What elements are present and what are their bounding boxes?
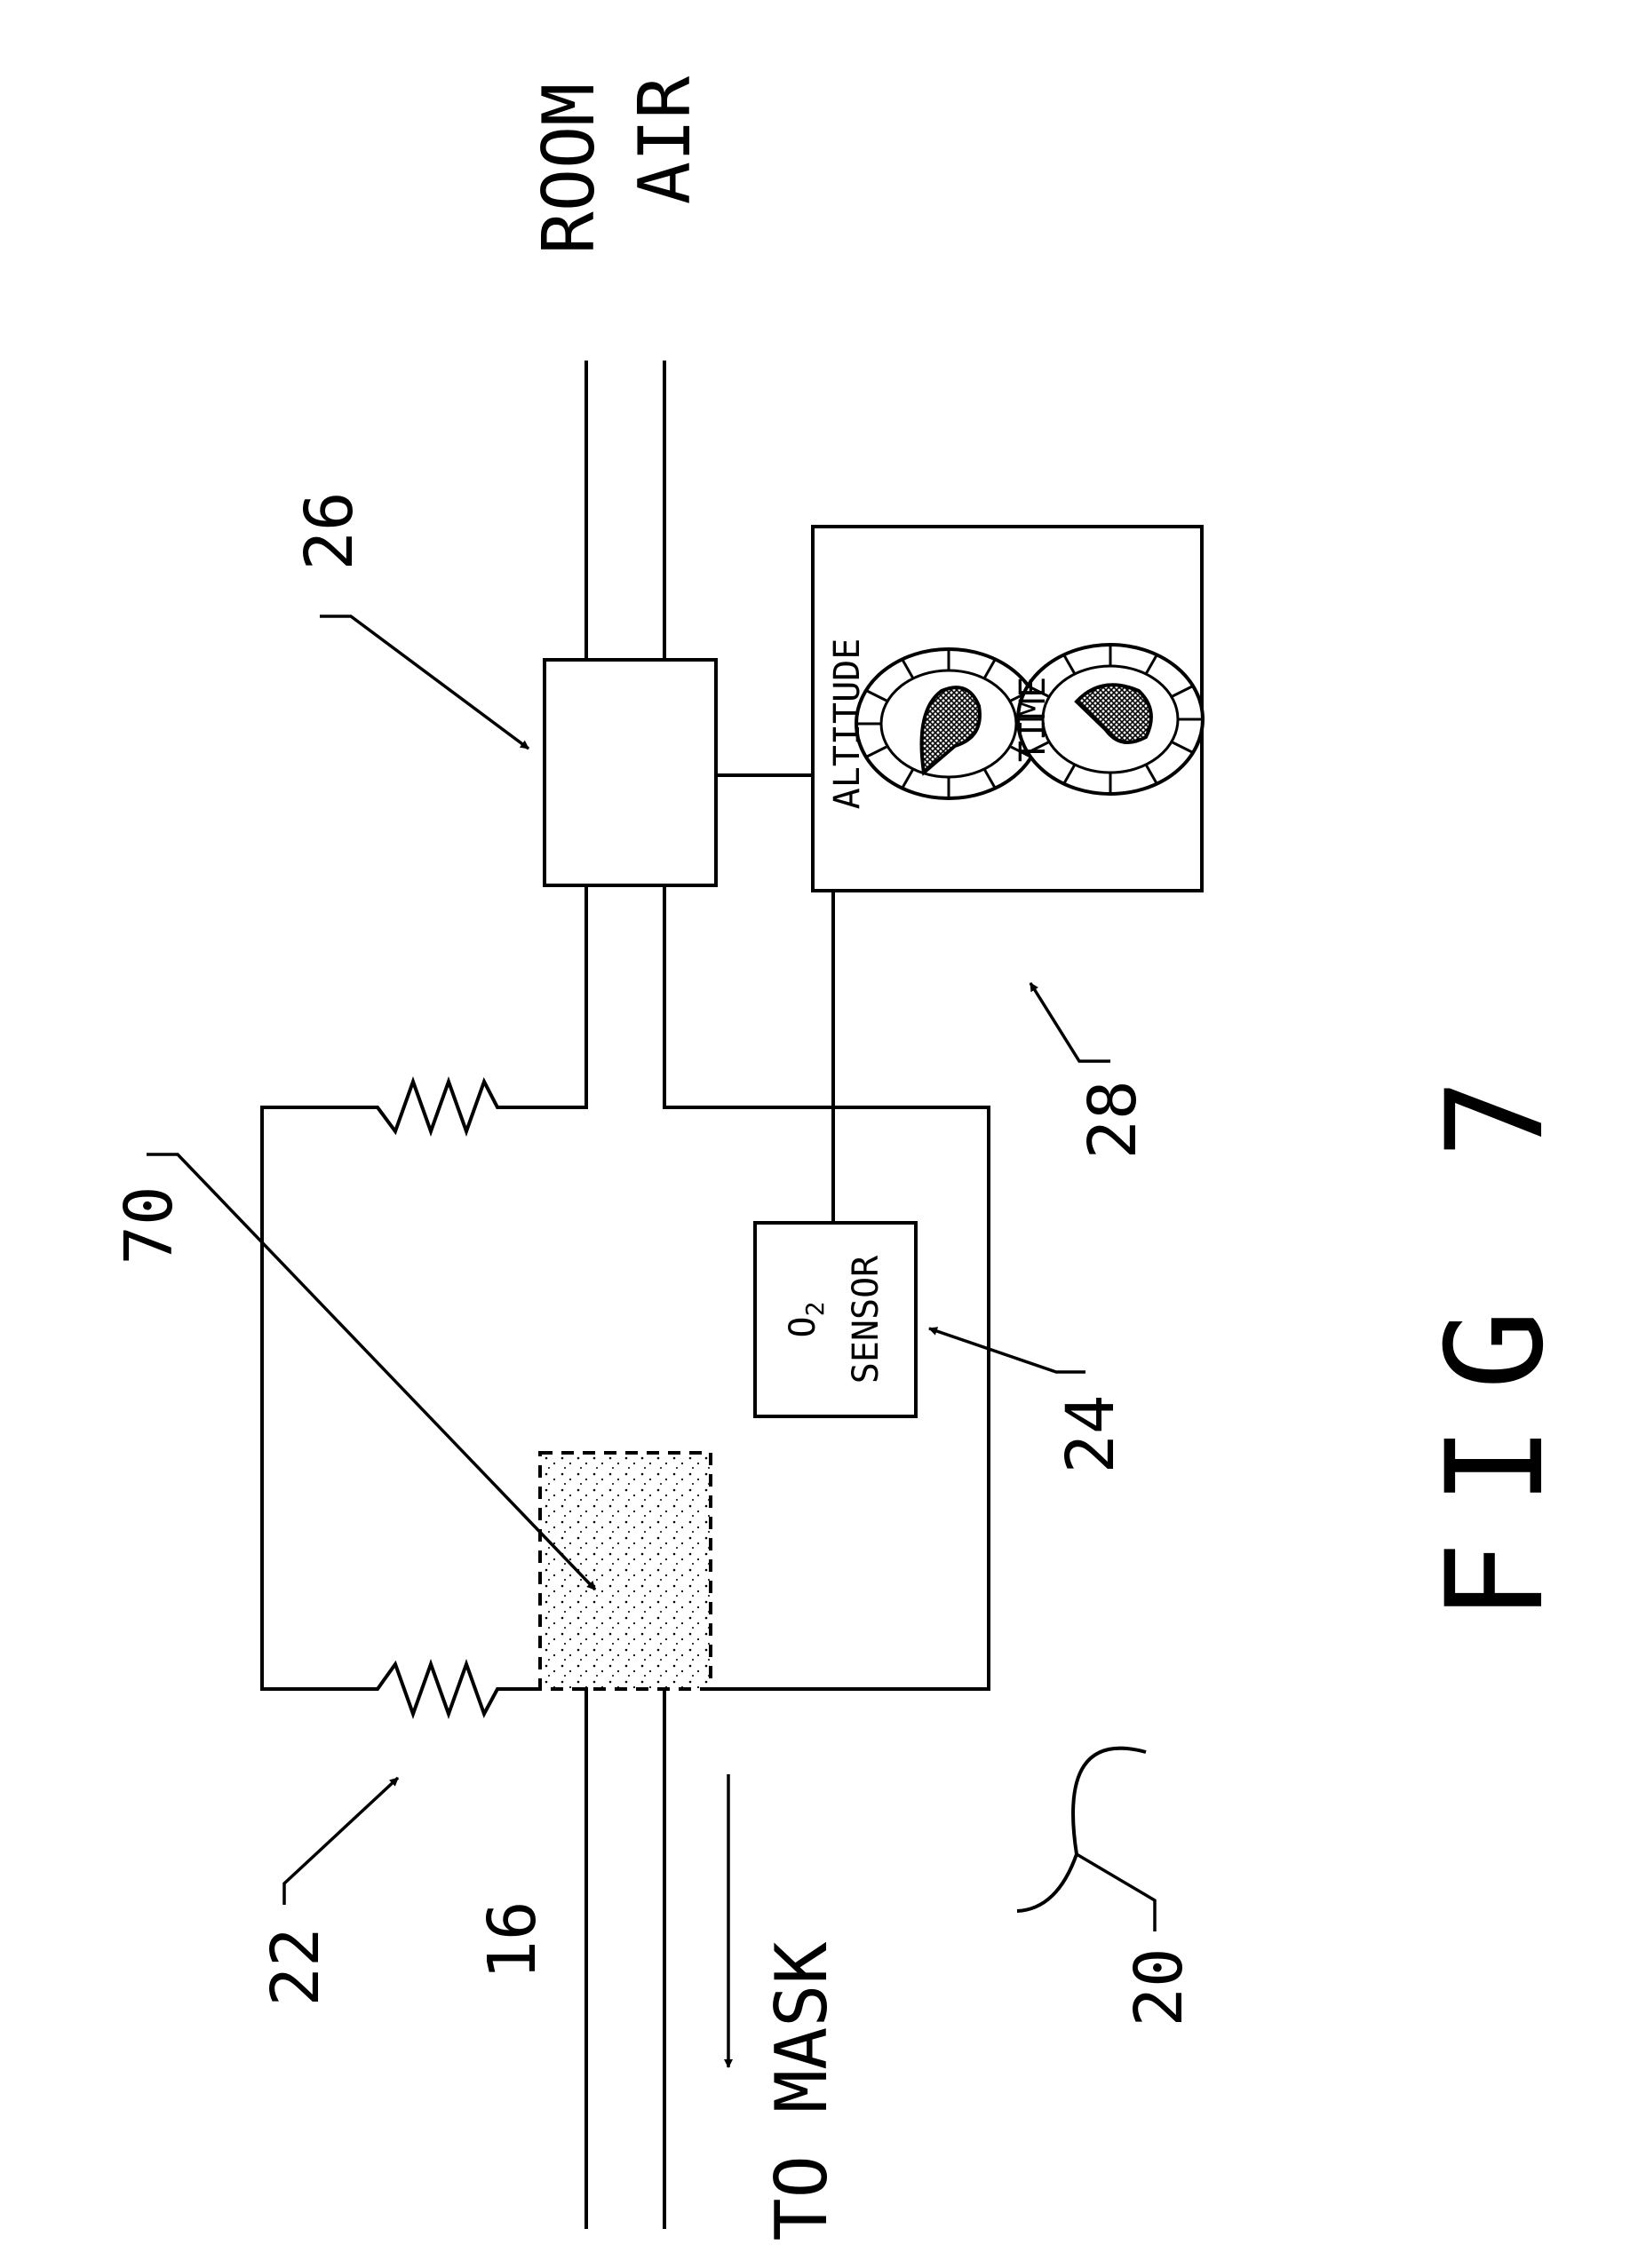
o2-sensor-label-line2: SENSOR	[846, 1255, 887, 1384]
room-air-line1: ROOM	[528, 83, 610, 255]
filter-70	[540, 1453, 711, 1689]
ref-28: 28	[1075, 1080, 1151, 1159]
leader-26	[320, 616, 529, 749]
leader-28	[1030, 983, 1110, 1061]
o2-sensor-24	[755, 1223, 916, 1416]
ref-22: 22	[258, 1927, 334, 2006]
ref-16: 16	[474, 1900, 551, 1979]
element-20	[1017, 1749, 1146, 1911]
ref-26: 26	[291, 491, 368, 570]
lower-loop-line	[664, 1107, 989, 1689]
ref-70: 70	[111, 1186, 187, 1265]
leader-22	[284, 1778, 398, 1905]
o2-sensor-label-line1: O2	[783, 1302, 830, 1338]
leader-20	[1077, 1854, 1155, 1931]
to-mask-label: TO MASK	[760, 1941, 843, 2240]
time-label: TIME	[1013, 677, 1054, 762]
upper-loop-line	[262, 1082, 586, 1714]
ref-24: 24	[1053, 1394, 1129, 1473]
leader-24	[929, 1328, 1085, 1372]
valve-26	[545, 660, 716, 885]
figure-caption: FIG 7	[1419, 1043, 1573, 1622]
room-air-line2: AIR	[624, 75, 706, 204]
ref-20: 20	[1121, 1947, 1197, 2026]
o2-sensor-o: O	[783, 1316, 823, 1337]
altitude-label: ALTITUDE	[827, 638, 868, 810]
leader-70	[147, 1154, 595, 1590]
o2-sensor-subscript: 2	[800, 1302, 830, 1317]
